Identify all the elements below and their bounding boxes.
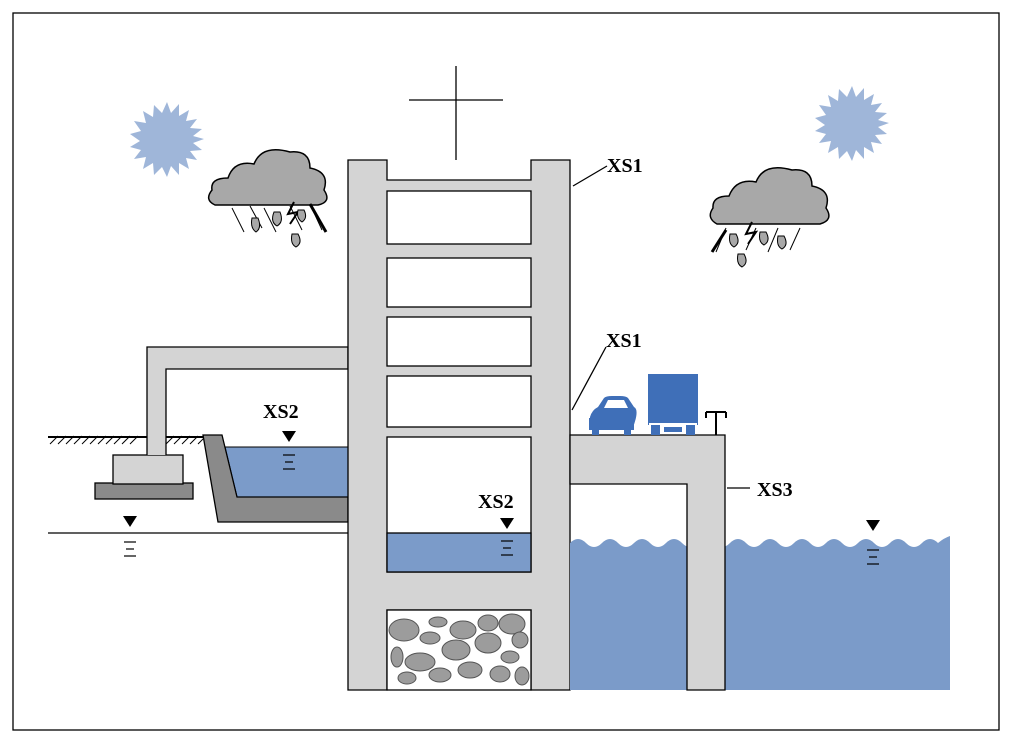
sun-icon [815, 86, 889, 161]
water-level-icon [500, 518, 514, 556]
label-xs1-mid: XS1 [606, 330, 642, 352]
rain-cloud-icon [709, 167, 830, 268]
xs1-mid-leader [571, 346, 607, 411]
tower-opening-2 [386, 257, 532, 308]
car-icon [589, 396, 637, 435]
cross-icon [409, 66, 503, 160]
water-level-icon [866, 520, 880, 565]
label-xs1-top: XS1 [607, 155, 643, 177]
label-xs2-inside: XS2 [478, 491, 514, 513]
river-water [570, 536, 950, 690]
footing-slab [94, 482, 194, 500]
tower-opening-3 [386, 316, 532, 367]
sun-icon [130, 102, 204, 177]
water-level-icon [123, 516, 137, 557]
rock-fill [388, 613, 530, 686]
bridge-deck [569, 434, 726, 691]
footing-pedestal [112, 454, 184, 485]
post-icon [705, 411, 727, 435]
tower-opening-1 [386, 190, 532, 245]
tower-opening-4 [386, 375, 532, 428]
label-xs2-outside: XS2 [263, 401, 299, 423]
rain-cloud-icon [207, 149, 328, 248]
truck-icon [648, 374, 698, 435]
label-xs3: XS3 [757, 479, 793, 501]
inner-water [386, 532, 532, 573]
ground-surface [48, 435, 207, 445]
water-level-icon [282, 431, 296, 470]
xs1-top-leader [572, 165, 608, 187]
